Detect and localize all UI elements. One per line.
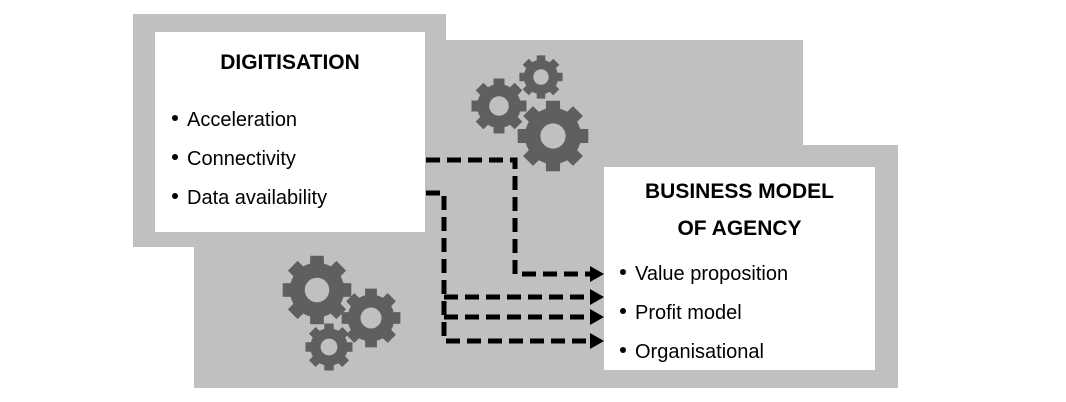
digitisation-title: DIGITISATION (220, 51, 360, 74)
business-model-box: BUSINESS MODEL OF AGENCY Value propositi… (604, 167, 875, 370)
gear-hole (533, 69, 549, 85)
title-line: OF AGENCY (677, 217, 802, 240)
connector-arrows (426, 157, 592, 344)
gear-hole (304, 277, 330, 303)
gear-hole (540, 123, 566, 149)
arrow-digitisation-to-value-proposition (426, 157, 592, 277)
arrowhead (590, 333, 604, 349)
list-item: Value proposition (620, 255, 875, 294)
business-model-title: BUSINESS MODEL OF AGENCY (604, 176, 875, 244)
digitisation-box: DIGITISATION Acceleration Connectivity D… (155, 32, 425, 232)
title-line: BUSINESS MODEL (644, 180, 835, 203)
arrow-digitisation-trunk (426, 190, 592, 344)
list-item: Organisational (620, 333, 875, 372)
arrowhead (590, 266, 604, 282)
gear-hole (360, 307, 382, 329)
arrowhead (590, 289, 604, 305)
list-item: Connectivity (172, 140, 425, 179)
list-item: Acceleration (172, 101, 425, 140)
list-item: Profit model (620, 294, 875, 333)
gear-hole (320, 338, 338, 356)
gear-hole (489, 96, 509, 116)
arrowhead (590, 309, 604, 325)
list-item: Data availability (172, 179, 425, 218)
